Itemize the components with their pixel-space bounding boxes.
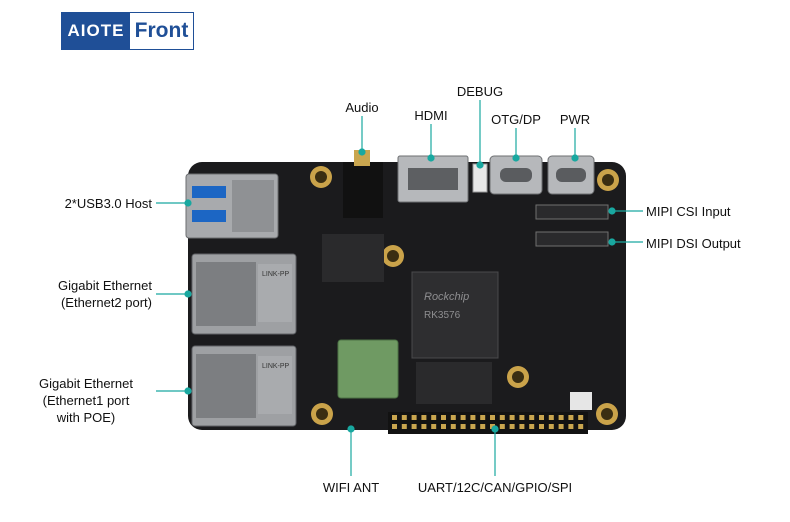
audio-jack — [343, 150, 383, 218]
gpio-pin — [411, 424, 417, 429]
label-debug: DEBUG — [456, 84, 504, 99]
label-ethernet2-line2: (Ethernet2 port) — [60, 295, 152, 310]
gpio-pin — [568, 415, 574, 420]
gpio-pin — [480, 424, 486, 429]
ethernet1-port: LINK-PP — [191, 345, 297, 427]
label-hdmi: HDMI — [414, 108, 448, 123]
label-ethernet1-line3: with POE) — [56, 410, 116, 425]
gpio-pin — [460, 424, 466, 429]
label-mipi-csi: MIPI CSI Input — [646, 204, 731, 219]
gpio-pin — [519, 424, 525, 429]
gpio-pin — [539, 415, 544, 420]
fan-connector — [570, 392, 592, 410]
gpio-pin — [490, 415, 495, 420]
gpio-pin — [450, 415, 456, 420]
gpio-pin — [411, 415, 417, 420]
label-usb: 2*USB3.0 Host — [64, 196, 152, 211]
gpio-pin — [548, 424, 554, 429]
ram-chip — [322, 234, 384, 282]
gpio-pin — [441, 424, 446, 429]
gpio-pin — [539, 424, 544, 429]
ethernet2-port: LINK-PP — [191, 253, 297, 335]
pwr-port — [547, 155, 595, 195]
gpio-pin — [578, 415, 584, 420]
gpio-pin — [470, 424, 476, 429]
gpio-pin — [431, 424, 437, 429]
svg-text:LINK-PP: LINK-PP — [262, 363, 290, 370]
brand-logo: AIOTE — [62, 13, 130, 49]
gpio-pin — [401, 415, 407, 420]
gpio-pin — [470, 415, 476, 420]
gpio-pin — [529, 415, 535, 420]
gpio-pin — [529, 424, 535, 429]
usb-port — [185, 173, 279, 239]
mipi-csi-connector — [535, 204, 609, 220]
label-ethernet1-line1: Gigabit Ethernet — [39, 376, 133, 391]
label-ethernet2: Gigabit Ethernet (Ethernet2 port) — [20, 277, 152, 311]
label-mipi-dsi: MIPI DSI Output — [646, 236, 741, 251]
gpio-pin — [392, 424, 397, 429]
gpio-pin — [499, 415, 505, 420]
soc-chip: Rockchip RK3576 — [411, 271, 499, 359]
gpio-pin — [401, 424, 407, 429]
mount-holes — [310, 166, 619, 425]
gpio-pin — [421, 424, 427, 429]
view-title: Front — [134, 19, 189, 42]
otg-port — [489, 155, 543, 195]
label-pwr: PWR — [559, 112, 591, 127]
label-ethernet1: Gigabit Ethernet (Ethernet1 port with PO… — [20, 375, 152, 426]
label-gpio: UART/12C/CAN/GPIO/SPI — [417, 480, 573, 495]
gpio-pin — [499, 424, 505, 429]
gpio-pin — [392, 415, 397, 420]
label-ethernet2-line1: Gigabit Ethernet — [58, 278, 152, 293]
label-wifi-ant: WIFI ANT — [322, 480, 380, 495]
gpio-pin — [421, 415, 427, 420]
svg-text:LINK-PP: LINK-PP — [262, 271, 290, 278]
gpio-pin — [548, 415, 554, 420]
gpio-header — [388, 412, 588, 434]
gpio-pin — [441, 415, 446, 420]
gpio-pin — [509, 415, 515, 420]
mipi-dsi-connector — [535, 231, 609, 247]
label-ethernet1-line2: (Ethernet1 port — [42, 393, 130, 408]
gpio-pin — [558, 424, 564, 429]
emmc-chip — [416, 362, 492, 404]
svg-text:RK3576: RK3576 — [424, 310, 461, 321]
svg-text:Rockchip: Rockchip — [424, 291, 469, 303]
leader-lines — [156, 100, 643, 476]
gpio-pin — [460, 415, 466, 420]
gpio-pin — [509, 424, 515, 429]
gpio-pin — [558, 415, 564, 420]
gpio-pin — [450, 424, 456, 429]
wifi-module — [337, 339, 399, 399]
hdmi-port — [397, 155, 469, 203]
gpio-pin — [480, 415, 486, 420]
gpio-pin — [519, 415, 525, 420]
label-audio: Audio — [345, 100, 379, 115]
brand-badge: AIOTE Front — [61, 12, 194, 50]
label-otg: OTG/DP — [491, 112, 541, 127]
gpio-pin — [568, 424, 574, 429]
pcb — [188, 162, 626, 430]
gpio-pin — [431, 415, 437, 420]
gpio-pin — [578, 424, 584, 429]
